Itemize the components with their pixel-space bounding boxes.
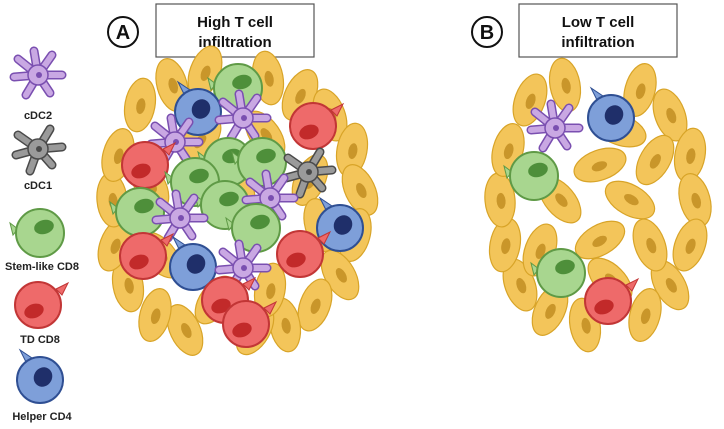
- panel-a-title-line2: infiltration: [198, 34, 271, 51]
- panel-b-title-box: [518, 3, 678, 58]
- td-cd8-legend-label: TD CD8: [20, 334, 60, 346]
- panel-a-title-box: [155, 3, 315, 58]
- panel-a-tumor: [91, 40, 386, 362]
- panel-a-header: A High T cell infiltration: [107, 3, 315, 58]
- cdc1-legend-label: cDC1: [24, 180, 52, 192]
- panel-b-letter: B: [480, 22, 494, 44]
- panel-b-badge: [471, 16, 503, 48]
- legend: cDC2 cDC1 Stem-like CD8 TD CD8 Helper CD…: [5, 51, 79, 423]
- helper-cd4-legend-icon: [16, 349, 64, 404]
- cdc2-legend-label: cDC2: [24, 110, 52, 122]
- helper-cd4-legend-label: Helper CD4: [12, 411, 72, 423]
- panel-a-badge: [107, 16, 139, 48]
- panel-b-header: B Low T cell infiltration: [471, 3, 678, 58]
- panel-a-letter: A: [116, 22, 130, 44]
- panel-b-tumor: [482, 55, 718, 355]
- stem-cd8-legend-label: Stem-like CD8: [5, 261, 79, 273]
- td-cd8-legend-icon: [14, 281, 69, 329]
- cdc2-legend-icon: [14, 51, 62, 95]
- cdc1-legend-icon: [16, 129, 62, 171]
- panel-b-title-line1: Low T cell: [562, 14, 635, 31]
- panel-b-title-line2: infiltration: [561, 34, 634, 51]
- panel-a-title-line1: High T cell: [197, 14, 273, 31]
- stem-cd8-legend-icon: [9, 208, 65, 258]
